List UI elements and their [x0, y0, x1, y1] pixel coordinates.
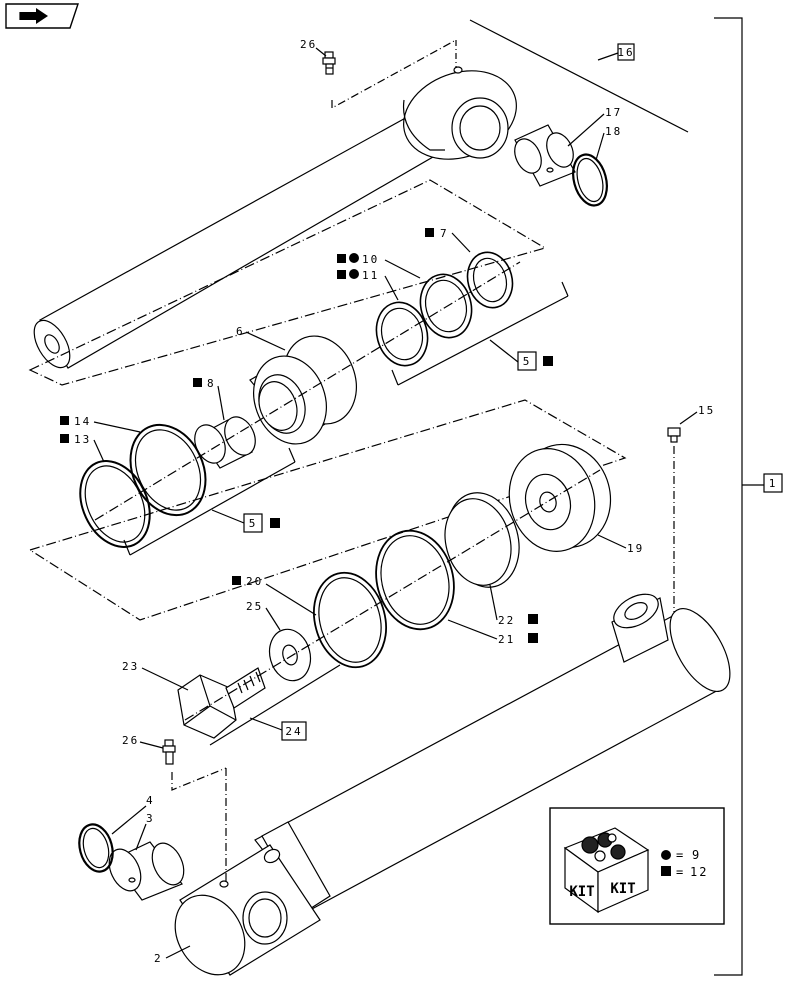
grease-fitting-top — [322, 51, 336, 75]
callout-13: 13 — [74, 433, 91, 446]
piston-rod — [33, 40, 517, 369]
piston-seal-11 — [419, 273, 473, 339]
callout-15: 15 — [698, 404, 715, 417]
callout-20: 20 — [246, 575, 263, 588]
piston-bushing — [194, 416, 256, 469]
snap-ring-barrel — [78, 823, 114, 873]
square-marker — [528, 633, 538, 643]
kit-box-icon: KIT KIT — [563, 827, 650, 914]
washer — [268, 628, 312, 682]
callout-8: 8 — [207, 377, 216, 390]
kit-square-eq: = — [676, 865, 685, 879]
callout-10: 10 — [362, 253, 379, 266]
kit-label-left: KIT — [569, 884, 594, 900]
assembly-bracket: 1 — [714, 17, 783, 976]
kit-legend: KIT KIT = 9 = 12 — [549, 807, 725, 925]
piston-ring-7 — [466, 251, 514, 309]
square-marker — [232, 576, 241, 585]
rod-bushing — [514, 124, 576, 187]
square-marker — [337, 270, 346, 279]
callout-19: 19 — [627, 542, 644, 555]
callout-7: 7 — [440, 227, 449, 240]
square-marker — [60, 416, 69, 425]
callout-21: 21 — [498, 633, 515, 646]
callout-5-lower: 5 — [249, 517, 258, 530]
kit-square-num: 12 — [690, 865, 708, 879]
callout-14: 14 — [74, 415, 91, 428]
square-marker — [60, 434, 69, 443]
callout-6: 6 — [236, 325, 245, 338]
callout-3: 3 — [146, 812, 155, 825]
seal-21 — [375, 529, 455, 631]
circle-marker — [349, 269, 359, 279]
callout-16: 16 — [617, 46, 634, 59]
piston-seal-10 — [375, 301, 429, 367]
callout-5-upper: 5 — [523, 355, 532, 368]
snap-ring-rod — [572, 153, 608, 207]
forward-arrow-icon[interactable] — [5, 3, 79, 29]
cylinder-barrel — [174, 593, 731, 976]
callout-24: 24 — [285, 725, 302, 738]
barrel-bushing — [108, 841, 185, 901]
callout-17: 17 — [605, 106, 622, 119]
square-marker — [528, 614, 538, 624]
seal-20 — [313, 571, 387, 669]
callout-1: 1 — [769, 477, 778, 490]
circle-marker — [661, 850, 671, 860]
callout-26-top: 26 — [300, 38, 317, 51]
kit-circle-eq: = — [676, 848, 685, 862]
square-marker — [661, 866, 671, 876]
grease-fitting-bottom — [162, 739, 176, 765]
callout-11: 11 — [362, 269, 379, 282]
bleed-fitting — [667, 427, 681, 443]
callout-23: 23 — [122, 660, 139, 673]
kit-circle-num: 9 — [692, 848, 701, 862]
callout-18: 18 — [605, 125, 622, 138]
gland — [508, 443, 612, 552]
callout-26-bottom: 26 — [122, 734, 139, 747]
callout-25: 25 — [246, 600, 263, 613]
callout-22: 22 — [498, 614, 515, 627]
square-marker — [425, 228, 434, 237]
square-marker — [337, 254, 346, 263]
piston — [249, 335, 357, 445]
square-marker — [543, 356, 553, 366]
square-marker — [193, 378, 202, 387]
bolt — [177, 667, 266, 739]
callout-4: 4 — [146, 794, 155, 807]
circle-marker — [349, 253, 359, 263]
square-marker — [270, 518, 280, 528]
callout-2: 2 — [154, 952, 163, 965]
o-ring-13 — [79, 460, 151, 548]
kit-label-right: KIT — [610, 881, 635, 897]
